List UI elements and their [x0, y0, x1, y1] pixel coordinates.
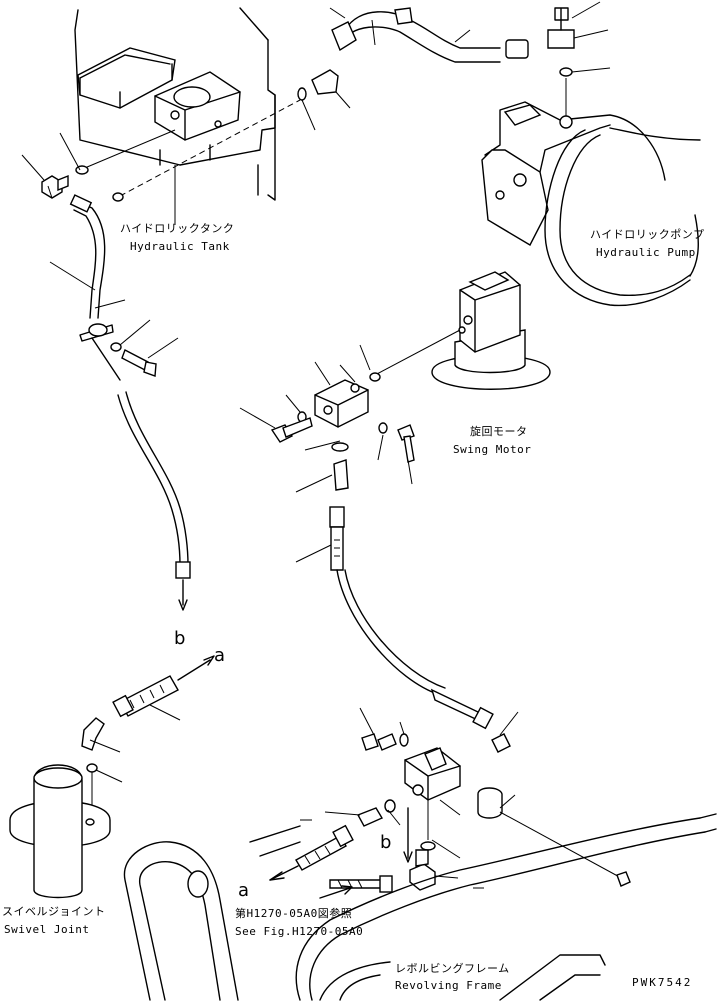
left-clamp — [79, 299, 179, 381]
swing-motor-drawing — [359, 271, 551, 390]
swivel-hose — [81, 655, 215, 822]
swivel-joint-label-jp: スイベルジョイント — [2, 905, 106, 918]
hydraulic-tank-label-jp: ハイドロリックタンク — [120, 222, 235, 235]
see-fig-label-jp: 第H1270-05A0図参照 — [235, 907, 353, 920]
hydraulic-pump-label-jp: ハイドロリックポンプ — [590, 228, 705, 241]
callout-b-bottom: b — [380, 832, 392, 853]
revolving-frame-label-jp: レボルビングフレーム — [395, 962, 510, 975]
left-hose-upper — [49, 194, 106, 319]
callout-b-top: b — [174, 628, 186, 649]
hydraulic-tank-label-en: Hydraulic Tank — [130, 240, 230, 253]
center-hose — [295, 506, 494, 730]
see-fig-label-en: See Fig.H1270-05A0 — [235, 925, 364, 938]
junction-block — [239, 361, 415, 493]
left-elbow-fitting — [21, 154, 69, 199]
swing-motor-label-jp: 旋回モータ — [470, 425, 528, 438]
hydraulic-tank-drawing — [59, 7, 301, 225]
lower-junction — [269, 707, 631, 899]
revolving-frame-drawing — [123, 813, 717, 1001]
swivel-joint-drawing — [9, 764, 111, 899]
revolving-frame-label-en: Revolving Frame — [395, 979, 502, 992]
drawing-code: PWK7542 — [632, 976, 693, 989]
callout-a-top: a — [214, 645, 226, 666]
hydraulic-pump-drawing — [481, 101, 701, 307]
swing-motor-label-en: Swing Motor — [453, 443, 532, 456]
hydraulic-pump-label-en: Hydraulic Pump — [596, 246, 696, 259]
swivel-joint-label-en: Swivel Joint — [4, 923, 90, 936]
callout-a-bottom: a — [238, 880, 250, 901]
pump-pipe — [297, 1, 611, 131]
left-hose-lower — [117, 391, 191, 611]
